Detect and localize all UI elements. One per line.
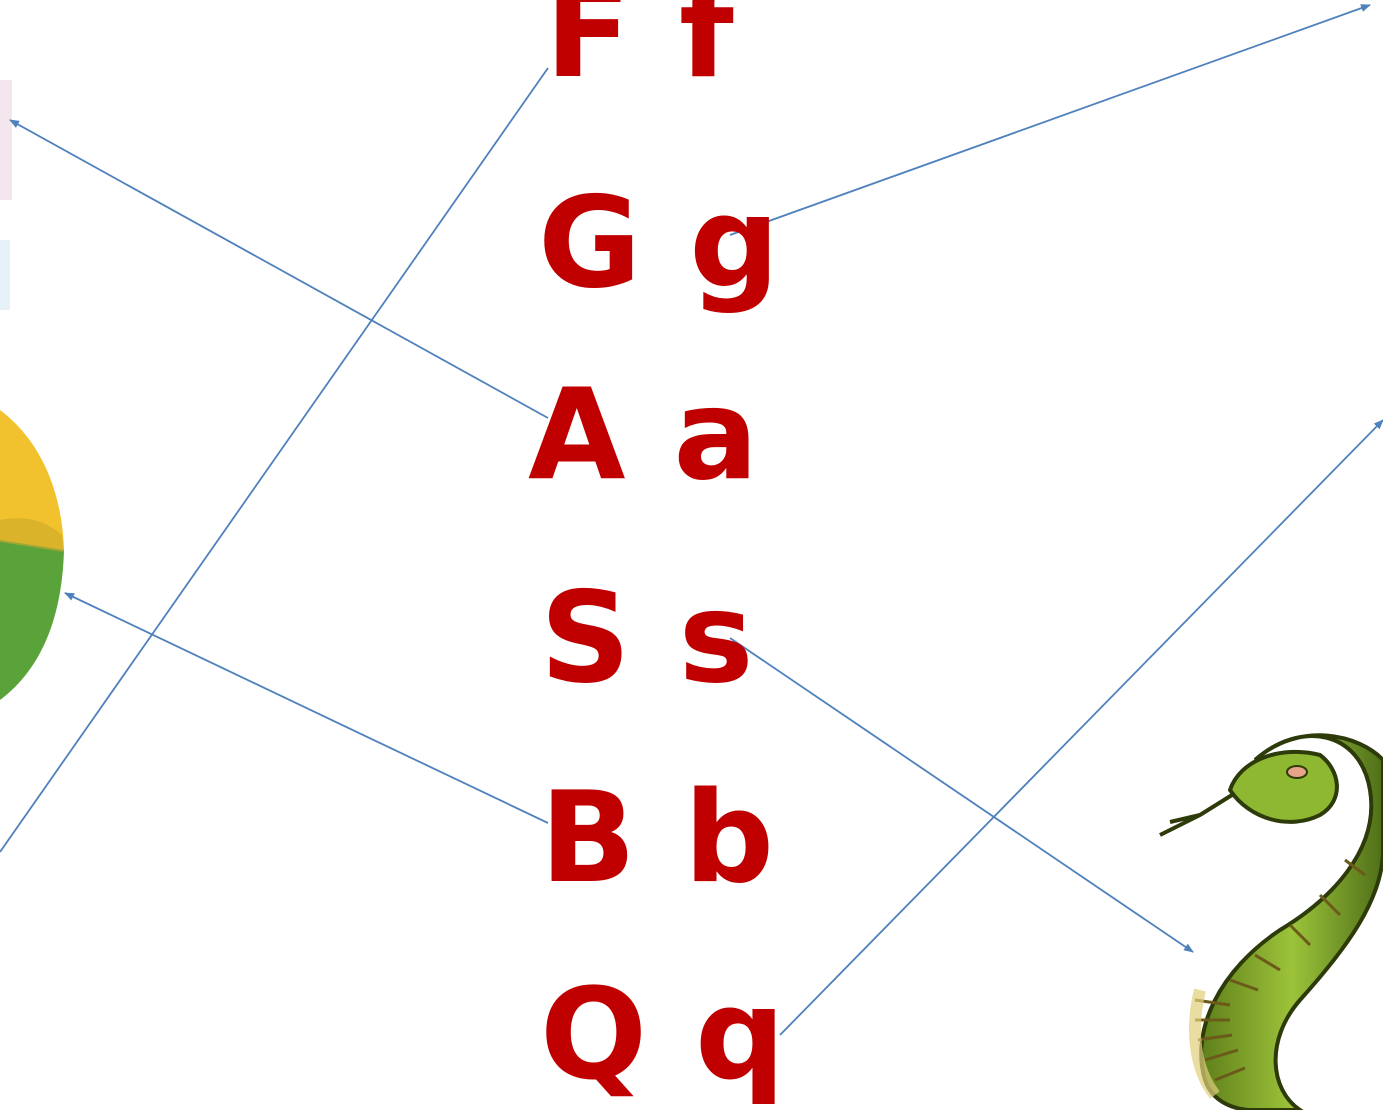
snake-picture [1160,735,1383,1110]
letter-pair-s: S s [540,575,756,701]
letter-pair-f: F f [545,0,736,96]
letter-pair-q: Q q [540,972,787,1098]
arrow-f [0,68,548,852]
letter-pair-a: A a [528,372,760,498]
ball-picture [0,410,64,700]
partial-picture-top-left [0,80,12,310]
arrow-a [10,120,548,418]
letter-pair-g: G g [538,180,781,306]
letter-pair-b: B b [540,775,776,901]
arrow-b [65,593,548,823]
arrow-g [730,5,1370,235]
